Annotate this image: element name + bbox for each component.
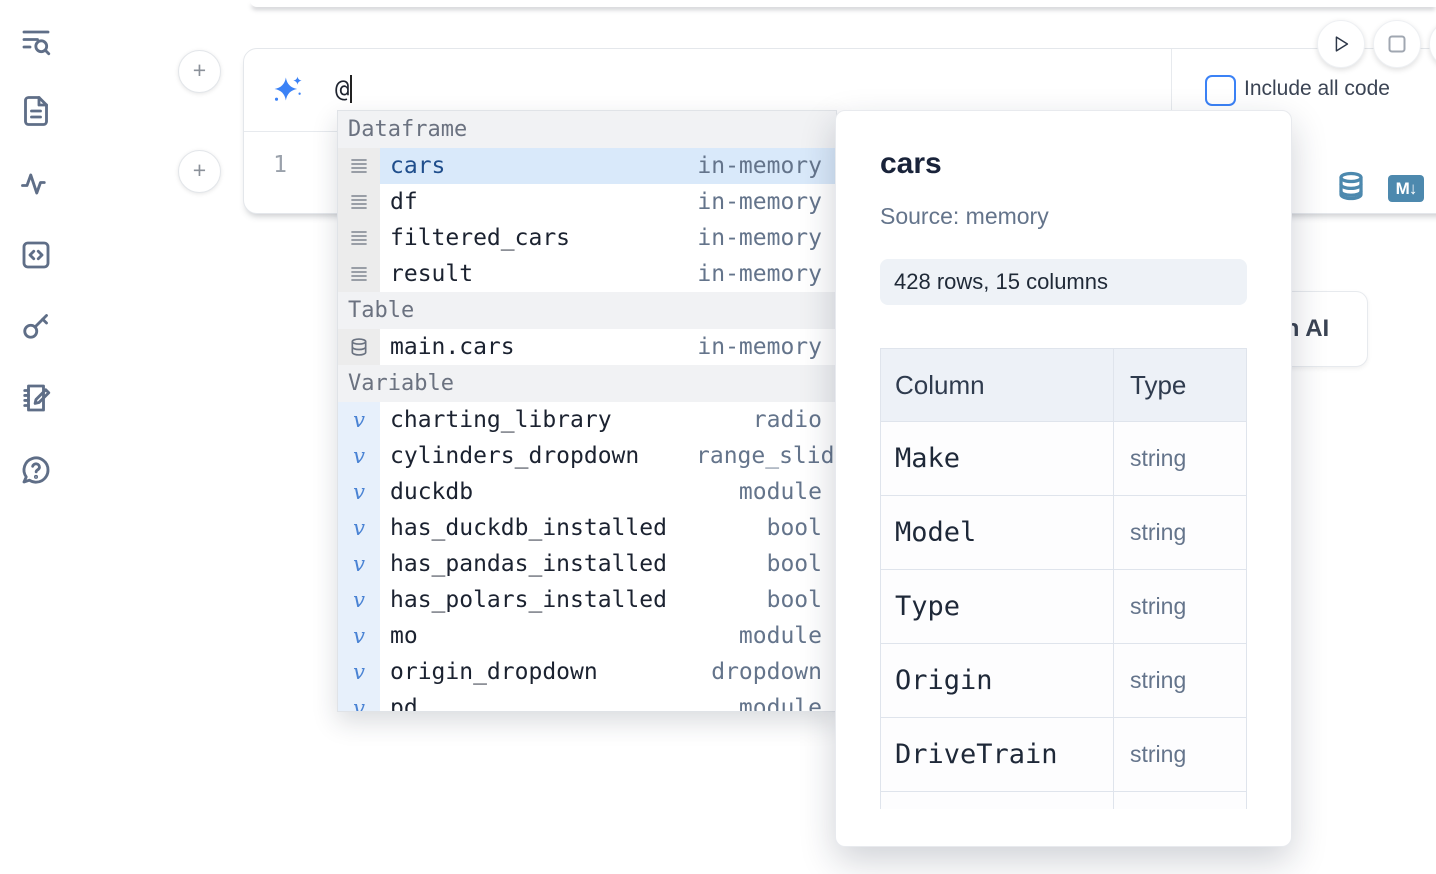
include-all-code-checkbox[interactable] (1205, 75, 1236, 106)
stop-square-icon (1387, 34, 1407, 54)
stop-cell-button[interactable] (1373, 20, 1421, 68)
sparkles-ai-icon (270, 74, 304, 108)
table-header-row: Column Type (881, 349, 1246, 422)
preview-schema-table: Column Type Make string Model string Typ… (880, 348, 1247, 809)
table-row: Model string (881, 496, 1246, 570)
dataframe-rows-icon (338, 148, 380, 184)
dataframe-rows-icon (338, 220, 380, 256)
play-icon (1330, 33, 1352, 55)
table-row: Make string (881, 422, 1246, 496)
table-row: Origin string (881, 644, 1246, 718)
key-secrets-icon (18, 308, 54, 344)
table-of-contents-search-icon (18, 23, 54, 59)
code-snippets-icon (18, 237, 54, 273)
help-chat-icon (18, 452, 54, 488)
dataframe-rows-icon (338, 184, 380, 220)
preview-source: Source: memory (880, 203, 1049, 229)
variable-icon: v (338, 582, 380, 618)
table-row: Type string (881, 570, 1246, 644)
sidebar-item-tracing[interactable] (18, 166, 54, 202)
scratchpad-notebook-icon (18, 380, 54, 416)
text-cursor (350, 75, 353, 103)
markdown-export-icon[interactable]: M↓ (1388, 175, 1424, 202)
table-row: DriveTrain string (881, 718, 1246, 792)
variable-icon: v (338, 654, 380, 690)
variable-icon: v (338, 402, 380, 438)
dataframe-preview-popover: cars Source: memory 428 rows, 15 columns… (835, 110, 1292, 847)
column-header: Column (895, 369, 985, 400)
variable-icon: v (338, 546, 380, 582)
completion-section-header: Dataframe (338, 111, 836, 148)
sidebar (0, 0, 72, 874)
sidebar-item-files[interactable] (18, 93, 54, 129)
activity-pulse-icon (18, 166, 54, 202)
run-cell-button[interactable] (1317, 20, 1365, 68)
table-row-clipped (881, 792, 1246, 809)
variable-icon: v (338, 510, 380, 546)
sidebar-item-snippets[interactable] (18, 237, 54, 273)
variable-icon: v (338, 474, 380, 510)
table-database-icon (338, 329, 380, 365)
type-header: Type (1113, 349, 1246, 421)
dataframe-rows-icon (338, 256, 380, 292)
variable-icon: v (338, 690, 380, 711)
preview-title: cars (880, 147, 942, 180)
sidebar-item-scratchpad[interactable] (18, 380, 54, 416)
datasource-database-icon[interactable] (1336, 170, 1366, 202)
sidebar-item-table-of-contents[interactable] (18, 23, 54, 59)
preview-shape-badge: 428 rows, 15 columns (880, 259, 1247, 305)
ai-prompt-input[interactable]: @ (335, 74, 353, 104)
sidebar-item-help[interactable] (18, 452, 54, 488)
sidebar-item-secrets[interactable] (18, 308, 54, 344)
variable-icon: v (338, 618, 380, 654)
add-cell-button[interactable]: + (178, 50, 221, 93)
include-all-code-label: Include all code (1244, 77, 1390, 100)
completion-section-header: Table (338, 292, 836, 329)
completion-section-header: Variable (338, 365, 836, 402)
file-document-icon (18, 93, 54, 129)
add-cell-button[interactable]: + (178, 150, 221, 193)
previous-cell-bottom-edge (250, 0, 1436, 7)
cell-line-number: 1 (273, 152, 287, 178)
variable-icon: v (338, 438, 380, 474)
